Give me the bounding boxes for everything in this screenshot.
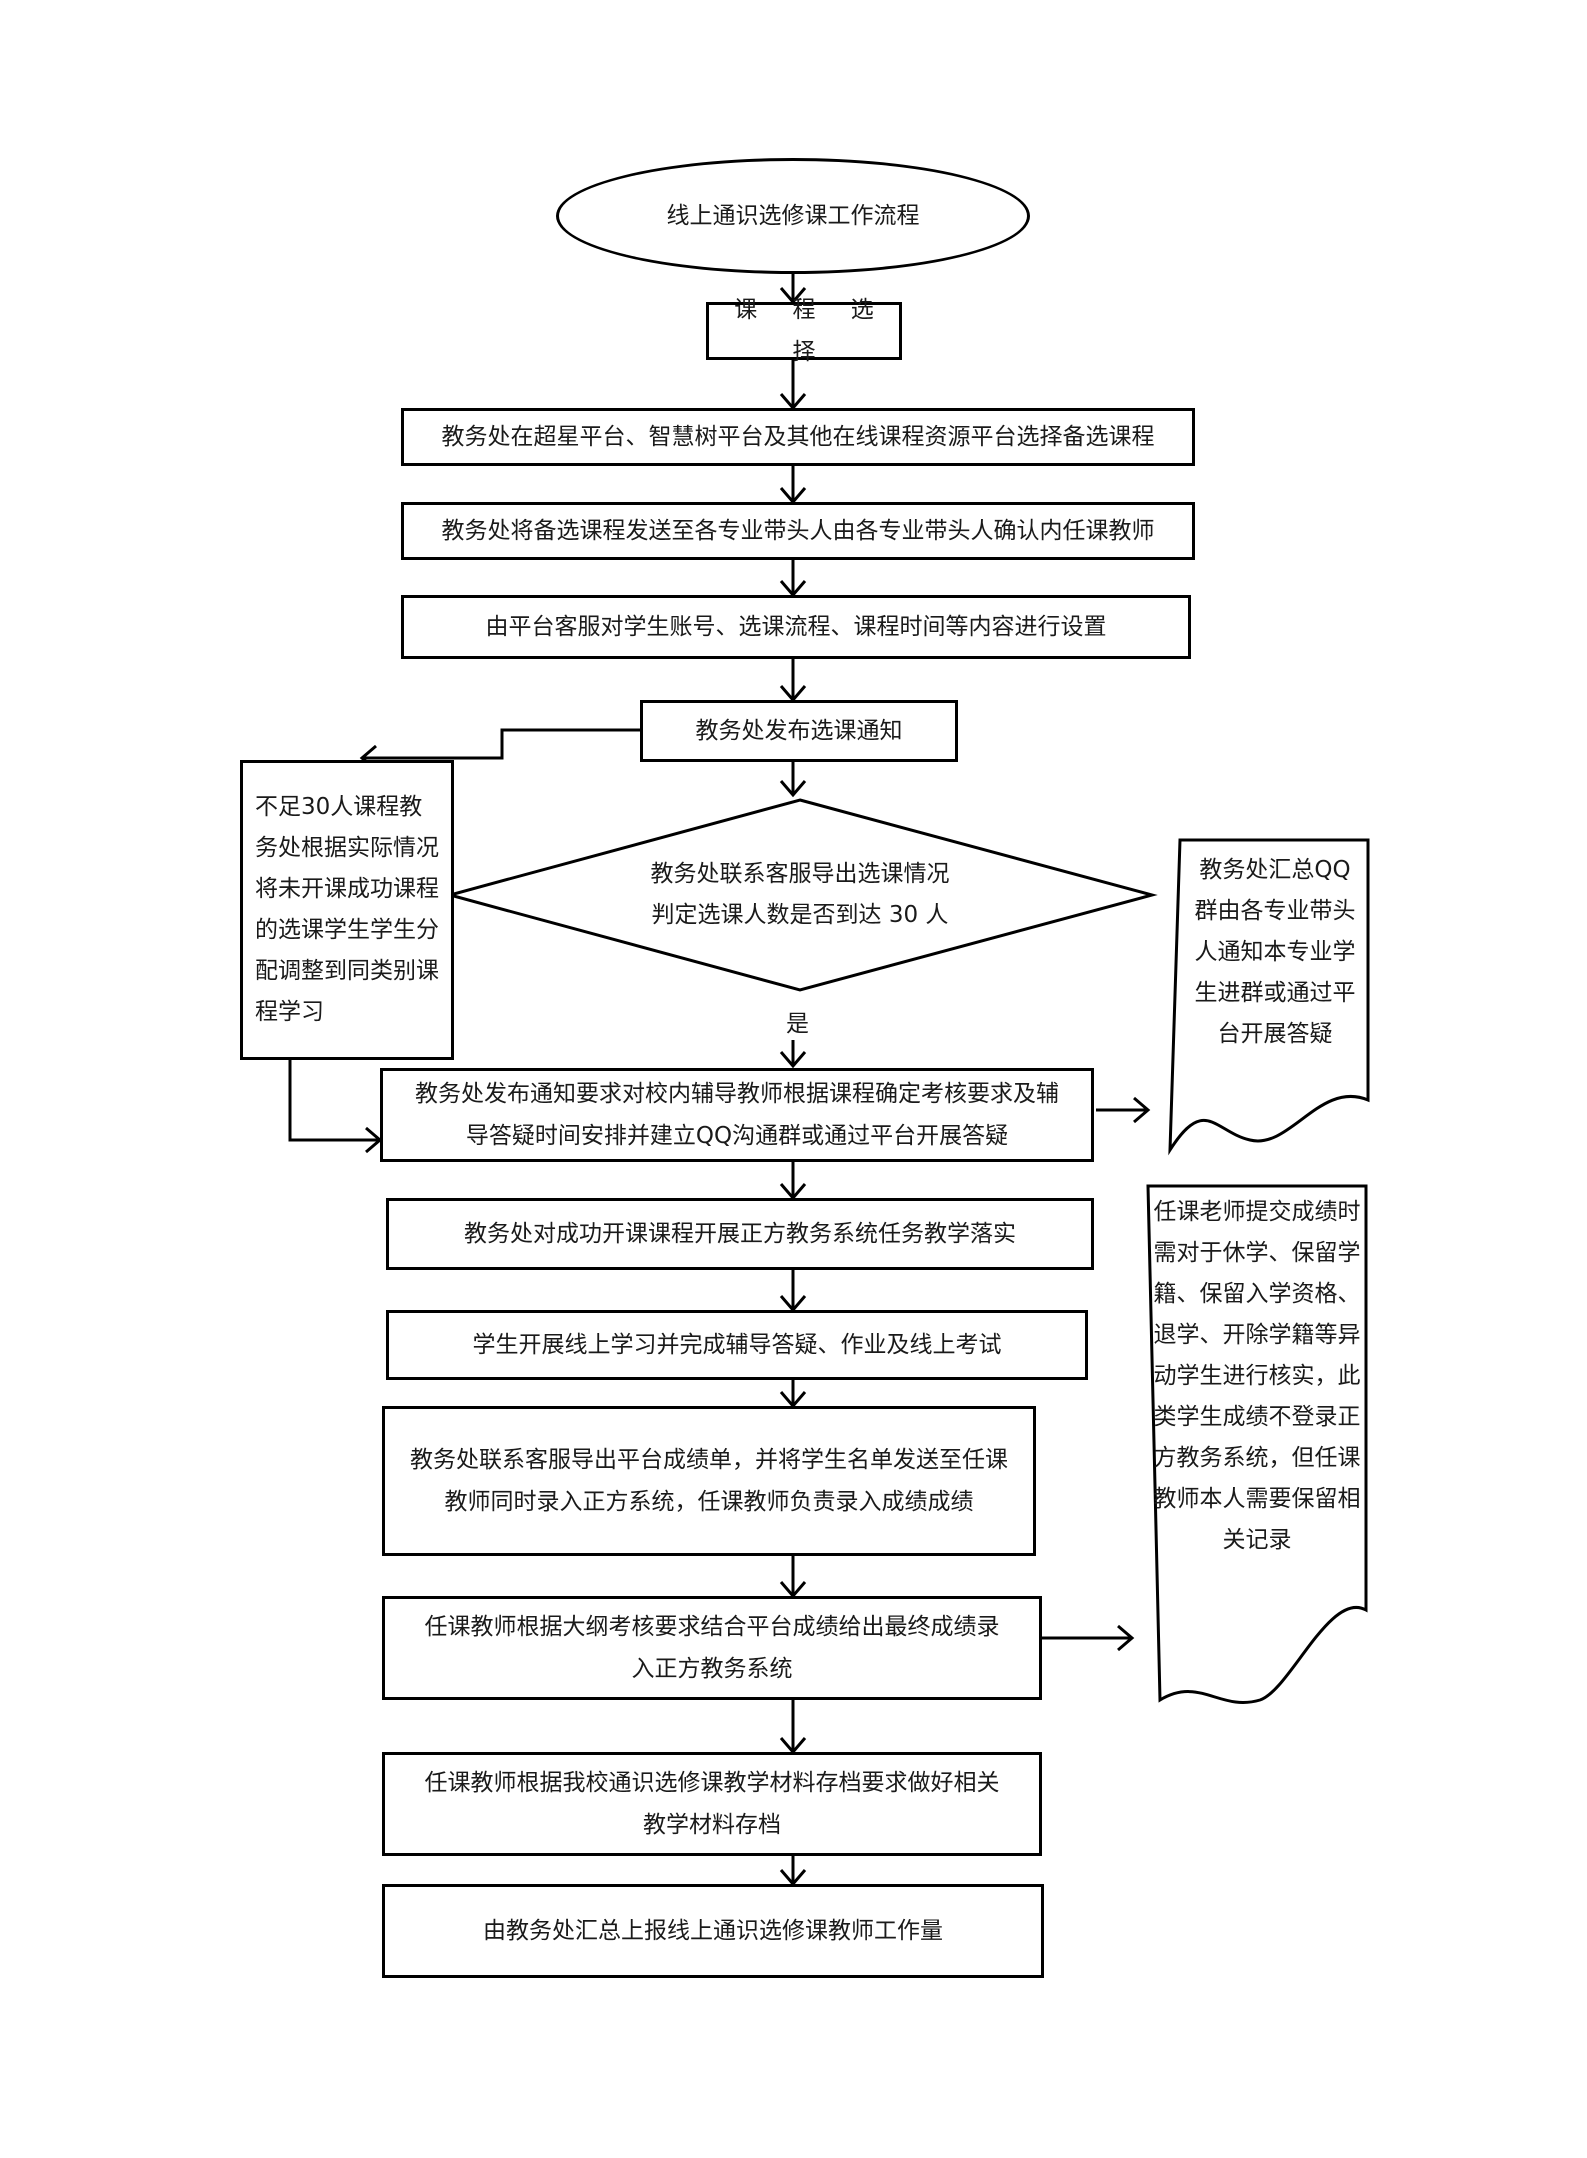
step-workload-box: 由教务处汇总上报线上通识选修课教师工作量	[382, 1884, 1044, 1978]
qq-note-shape	[1168, 838, 1370, 1156]
step-assessment-box: 教务处发布通知要求对校内辅导教师根据课程确定考核要求及辅 导答疑时间安排并建立Q…	[380, 1068, 1094, 1162]
verify-note-shape	[1146, 1184, 1368, 1704]
step-platform-setup-box: 由平台客服对学生账号、选课流程、课程时间等内容进行设置	[401, 595, 1191, 659]
step-send-courses-box: 教务处将备选课程发送至各专业带头人由各专业带头人确认内任课教师	[401, 502, 1195, 560]
arrow-head	[1133, 1096, 1151, 1124]
decision-text: 教务处联系客服导出选课情况 判定选课人数是否到达 30 人	[580, 854, 1020, 936]
qq-note-text: 教务处汇总QQ群由各专业带头人通知本专业学生进群或通过平台开展答疑	[1194, 857, 1356, 1047]
arrow-notice-to-note	[362, 728, 640, 760]
decision-line-2: 判定选课人数是否到达 30 人	[651, 902, 949, 928]
verify-note: 任课老师提交成绩时需对于休学、保留学籍、保留入学资格、退学、开除学籍等异动学生进…	[1152, 1192, 1362, 1561]
step-workload-text: 由教务处汇总上报线上通识选修课教师工作量	[483, 1918, 943, 1944]
step-final-grades-line-1: 任课教师根据大纲考核要求结合平台成绩给出最终成绩录	[424, 1614, 1000, 1640]
arrow-head	[779, 780, 807, 798]
qq-note: 教务处汇总QQ群由各专业带头人通知本专业学生进群或通过平台开展答疑	[1190, 850, 1360, 1055]
step-assessment-line-2: 导答疑时间安排并建立QQ沟通群或通过平台开展答疑	[465, 1123, 1009, 1149]
flow-title: 线上通识选修课工作流程	[666, 203, 920, 229]
step-select-courses-text: 教务处在超星平台、智慧树平台及其他在线课程资源平台选择备选课程	[441, 424, 1155, 450]
step-archive-box: 任课教师根据我校通识选修课教学材料存档要求做好相关 教学材料存档	[382, 1752, 1042, 1856]
step-student-study-text: 学生开展线上学习并完成辅导答疑、作业及线上考试	[472, 1332, 1002, 1358]
decision-line-1: 教务处联系客服导出选课情况	[650, 861, 950, 887]
step-task-implement-text: 教务处对成功开课课程开展正方教务系统任务教学落实	[464, 1221, 1016, 1247]
step-send-courses-text: 教务处将备选课程发送至各专业带头人由各专业带头人确认内任课教师	[441, 518, 1155, 544]
step-publish-notice-box: 教务处发布选课通知	[640, 700, 958, 762]
step-publish-notice-text: 教务处发布选课通知	[695, 718, 903, 744]
course-selection-label: 课 程 选 择	[734, 297, 888, 365]
step-export-grades-line-2: 教师同时录入正方系统，任课教师负责录入成绩成绩	[444, 1489, 974, 1515]
step-assessment-line-1: 教务处发布通知要求对校内辅导教师根据课程确定考核要求及辅	[415, 1081, 1059, 1107]
step-final-grades-line-2: 入正方教务系统	[631, 1656, 793, 1682]
step-platform-setup-text: 由平台客服对学生账号、选课流程、课程时间等内容进行设置	[485, 614, 1107, 640]
arrow-note-to-assessment	[288, 1058, 380, 1142]
decision-diamond-shape	[444, 798, 1158, 992]
arrow-head	[1117, 1624, 1135, 1652]
step-student-study-box: 学生开展线上学习并完成辅导答疑、作业及线上考试	[386, 1310, 1088, 1380]
step-archive-line-1: 任课教师根据我校通识选修课教学材料存档要求做好相关	[424, 1770, 1000, 1796]
step-archive-line-2: 教学材料存档	[643, 1812, 781, 1838]
course-selection-box: 课 程 选 择	[706, 297, 902, 365]
step-task-implement-box: 教务处对成功开课课程开展正方教务系统任务教学落实	[386, 1198, 1094, 1270]
verify-note-text: 任课老师提交成绩时需对于休学、保留学籍、保留入学资格、退学、开除学籍等异动学生进…	[1153, 1199, 1361, 1553]
yes-label: 是	[786, 1011, 809, 1037]
insufficient-note-text: 不足30人课程教务处根据实际情况将未开课成功课程的选课学生学生分配调整到同类别课…	[255, 794, 439, 1025]
step-select-courses-box: 教务处在超星平台、智慧树平台及其他在线课程资源平台选择备选课程	[401, 408, 1195, 466]
arrow-head	[779, 1051, 807, 1069]
insufficient-note-box: 不足30人课程教务处根据实际情况将未开课成功课程的选课学生学生分配调整到同类别课…	[240, 760, 454, 1060]
step-export-grades-line-1: 教务处联系客服导出平台成绩单，并将学生名单发送至任课	[410, 1447, 1008, 1473]
flow-title-ellipse: 线上通识选修课工作流程	[556, 158, 1030, 274]
step-final-grades-box: 任课教师根据大纲考核要求结合平台成绩给出最终成绩录 入正方教务系统	[382, 1596, 1042, 1700]
step-export-grades-box: 教务处联系客服导出平台成绩单，并将学生名单发送至任课 教师同时录入正方系统，任课…	[382, 1406, 1036, 1556]
